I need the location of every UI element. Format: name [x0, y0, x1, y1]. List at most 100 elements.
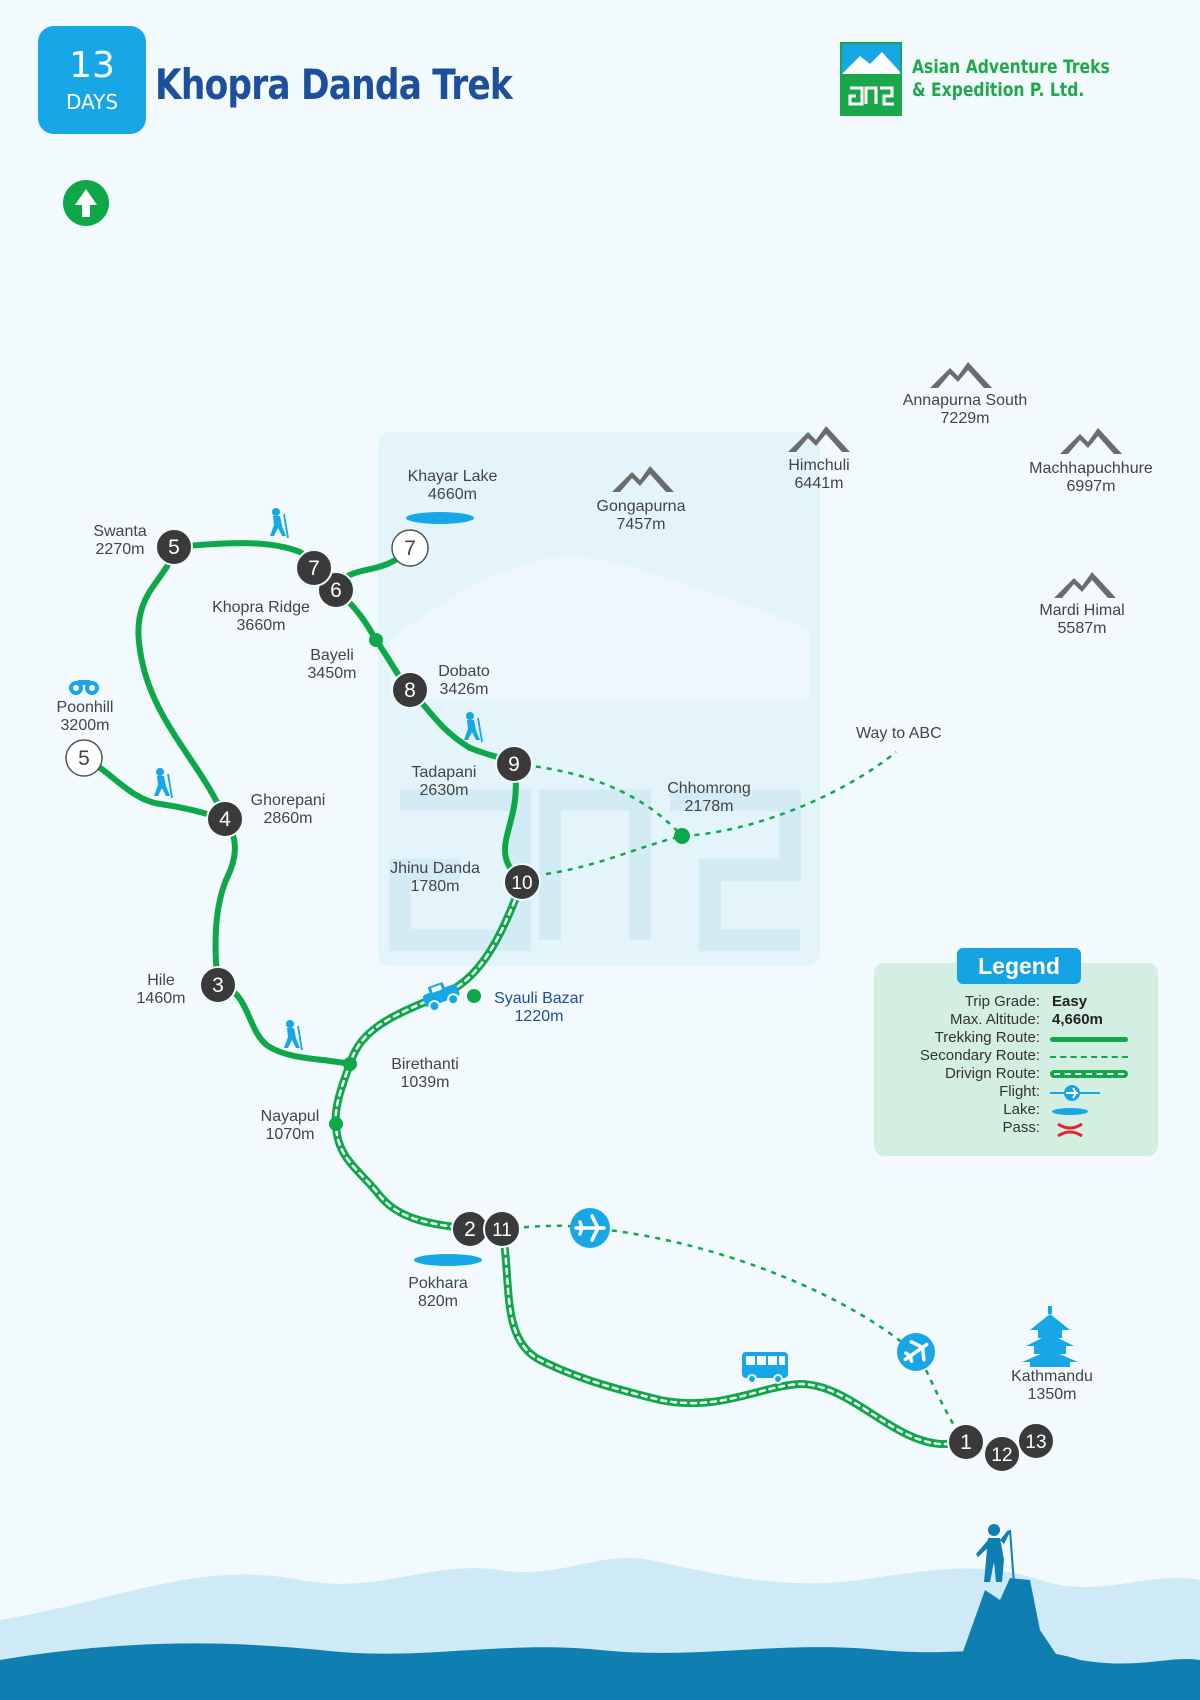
company-line-1: Asian Adventure Treks: [912, 56, 1110, 78]
page-title: Khopra Danda Trek: [155, 60, 513, 109]
days-label: DAYS: [65, 90, 119, 114]
legend-trekking-route-swatch: [1050, 1037, 1128, 1042]
trekking-route: [135, 544, 228, 822]
days-badge: 13 DAYS: [38, 26, 146, 134]
waypoint-dot: [343, 1057, 357, 1071]
company-name: Asian Adventure Treks & Expedition P. Lt…: [912, 56, 1110, 102]
day-marker-label: 2: [464, 1218, 476, 1241]
hiker-icon: [284, 1020, 303, 1051]
day-marker-10: 10: [503, 863, 541, 901]
climber-silhouette-icon: [976, 1524, 1015, 1585]
day-marker-3: 3: [199, 966, 237, 1004]
flight-route: [589, 1226, 921, 1359]
day-marker-5: 5: [155, 528, 193, 566]
days-number: 13: [69, 45, 115, 86]
legend-secondary-route-swatch: [1050, 1056, 1128, 1058]
waypoint-dot: [329, 1117, 343, 1131]
trekking-route: [215, 982, 353, 1067]
driving-route-stripe: [334, 880, 524, 1231]
legend-driving-route-label: Drivign Route:: [944, 1065, 1040, 1082]
lake-icon: [414, 1254, 482, 1266]
day-marker-label: 5: [168, 536, 180, 559]
legend-lake-label: Lake:: [1003, 1101, 1040, 1118]
hiker-icon: [154, 768, 173, 799]
waypoint-dot: [369, 633, 383, 647]
jeep-icon: [422, 982, 460, 1013]
day-marker-label: 4: [219, 808, 231, 831]
legend-flight-swatch: [1050, 1085, 1100, 1101]
mountain-icon: [930, 362, 992, 388]
secondary-route: [545, 751, 897, 876]
day-marker-label: 1: [960, 1431, 972, 1454]
company-line-2: & Expedition P. Ltd.: [912, 79, 1085, 101]
legend-driving-route-swatch: [1050, 1070, 1128, 1078]
legend-flight-label: Flight:: [999, 1083, 1040, 1100]
trekking-route: [81, 755, 228, 822]
airplane-icon: [570, 1208, 610, 1248]
hiker-icon: [464, 712, 483, 743]
legend-trip-grade-value: Easy: [1052, 993, 1088, 1010]
day-marker-9: 9: [495, 745, 533, 783]
legend-lake-swatch: [1052, 1108, 1088, 1115]
legend-pass-label: Pass:: [1002, 1119, 1040, 1136]
lake-icon: [406, 512, 474, 524]
waypoint-dot: [467, 989, 481, 1003]
legend-trekking-route-label: Trekking Route:: [934, 1029, 1040, 1046]
day-marker-label: 12: [991, 1445, 1012, 1466]
company-logo-icon: [840, 42, 902, 116]
driving-route: [498, 1225, 968, 1449]
day-marker-label: 7: [404, 537, 416, 560]
day-marker-label: 10: [511, 873, 532, 894]
day-marker-label: 7: [308, 557, 320, 580]
mountain-icon: [1060, 428, 1122, 454]
legend-trip-grade-label: Trip Grade:: [964, 993, 1040, 1010]
legend-title: Legend: [957, 948, 1081, 984]
mountain-icon: [1054, 572, 1116, 598]
trekking-route: [212, 816, 238, 988]
secondary-route: [513, 762, 683, 837]
pagoda-icon: [1022, 1306, 1078, 1367]
legend-secondary-route-label: Secondary Route:: [919, 1047, 1040, 1064]
hiker-icon: [270, 508, 289, 539]
day-marker-7: 7: [391, 529, 429, 567]
day-marker-13: 13: [1017, 1422, 1055, 1460]
day-marker-4: 4: [206, 800, 244, 838]
day-marker-8: 8: [391, 671, 429, 709]
day-marker-label: 9: [508, 753, 520, 776]
day-marker-5: 5: [65, 739, 103, 777]
day-marker-11: 11: [483, 1210, 521, 1248]
day-marker-label: 13: [1025, 1432, 1046, 1453]
mountain-icon: [788, 426, 850, 452]
day-marker-12: 12: [983, 1435, 1021, 1473]
waypoint-dot: [674, 828, 690, 844]
day-marker-label: 5: [78, 747, 90, 770]
day-marker-7: 7: [295, 549, 333, 587]
day-marker-label: 3: [212, 974, 224, 997]
day-marker-label: 11: [492, 1220, 512, 1241]
north-arrow-icon: [63, 180, 109, 226]
day-marker-label: 6: [330, 579, 342, 602]
day-marker-label: 8: [404, 679, 416, 702]
day-marker-2: 2: [451, 1210, 489, 1248]
way-to-abc-label: Way to ABC: [856, 725, 942, 742]
